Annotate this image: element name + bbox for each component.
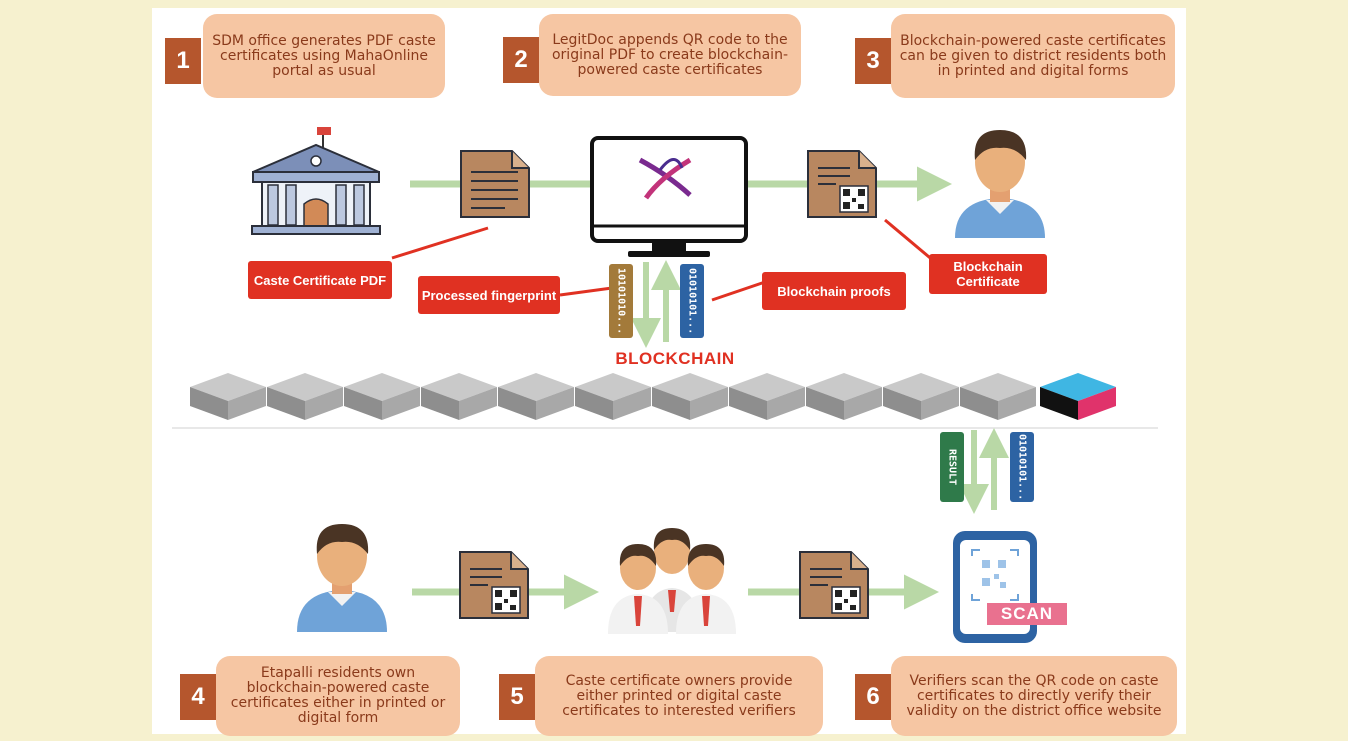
callout-line	[711, 280, 766, 302]
query-bits-text: 01010101...	[1016, 433, 1028, 501]
scan-label: SCAN	[1000, 604, 1054, 623]
step-number: 6	[855, 674, 891, 720]
qr-certificate-icon	[459, 551, 529, 619]
blockchain-title: BLOCKCHAIN	[615, 349, 735, 368]
person-icon	[955, 130, 1045, 238]
new-block	[1040, 373, 1116, 420]
verifiers-group-icon	[608, 528, 736, 634]
computer-monitor-icon	[590, 136, 748, 257]
step-text: Etapalli residents own blockchain-powere…	[216, 656, 460, 736]
step-number: 5	[499, 674, 535, 720]
blockchain-certificate-label: Blockchain Certificate	[929, 254, 1047, 294]
blockchain-proofs-label: Blockchain proofs	[762, 272, 906, 310]
step-number: 2	[503, 37, 539, 83]
query-bits-tag	[1010, 432, 1034, 502]
proof-bits-text: 01010101...	[686, 267, 698, 335]
step-text: SDM office generates PDF caste certifica…	[203, 14, 445, 98]
processed-fingerprint-label: Processed fingerprint	[418, 276, 560, 314]
result-tag	[940, 432, 964, 502]
blockchain-blocks	[172, 373, 1158, 429]
fingerprint-bits-tag	[609, 264, 633, 338]
step-text: Caste certificate owners provide either …	[535, 656, 823, 736]
callout-line	[559, 286, 613, 297]
qr-certificate-icon	[799, 551, 869, 619]
callout-line	[391, 226, 489, 260]
resident-person-icon	[297, 524, 387, 632]
pdf-document-icon	[460, 150, 530, 218]
fingerprint-bits-text: 10101010...	[615, 267, 627, 335]
result-text: RESULT	[946, 448, 958, 486]
step-number: 1	[165, 38, 201, 84]
step-number: 3	[855, 38, 891, 84]
step-text: Blockchain-powered caste certificates ca…	[891, 14, 1175, 98]
step-text: LegitDoc appends QR code to the original…	[539, 14, 801, 96]
step-text: Verifiers scan the QR code on caste cert…	[891, 656, 1177, 736]
proof-bits-tag	[680, 264, 704, 338]
caste-certificate-pdf-label: Caste Certificate PDF	[248, 261, 392, 299]
step-number: 4	[180, 674, 216, 720]
phone-scanner-icon	[953, 531, 1067, 643]
government-building-icon	[251, 127, 381, 235]
callout-line	[884, 218, 936, 264]
qr-certificate-icon	[807, 150, 877, 218]
